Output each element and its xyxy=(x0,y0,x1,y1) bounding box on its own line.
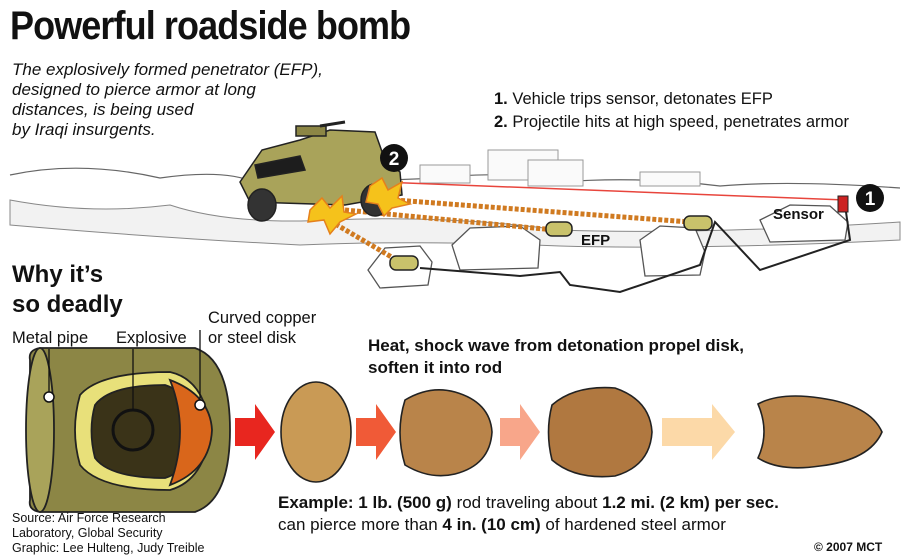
step-number: 1. xyxy=(494,90,508,108)
intro-line: distances, is being used xyxy=(12,100,194,119)
intro-line: The explosively formed penetrator (EFP), xyxy=(12,60,323,79)
marker-2-text: 2 xyxy=(389,149,400,170)
section-heading: Why it’s so deadly xyxy=(12,260,123,320)
arrow-icon xyxy=(500,404,540,460)
disk-label: Curved copper or steel disk xyxy=(208,308,316,348)
example-line-2: can pierce more than 4 in. (10 cm) of ha… xyxy=(278,514,779,536)
sensor-device xyxy=(837,195,849,213)
disk-stage-4 xyxy=(756,395,883,469)
disk-label-line: Curved copper xyxy=(208,309,317,327)
step-2: 2. Projectile hits at high speed, penetr… xyxy=(494,111,849,134)
arrow-icon xyxy=(662,404,735,460)
step-number: 2. xyxy=(494,113,508,131)
example-bold: Example: 1 lb. (500 g) xyxy=(278,493,452,512)
explosive-label: Explosive xyxy=(116,329,187,347)
detonation-wire xyxy=(419,204,852,294)
step-text: Vehicle trips sensor, detonates EFP xyxy=(512,90,773,108)
pipe-cutaway xyxy=(25,347,231,513)
rocks xyxy=(367,204,849,289)
disk-marker xyxy=(194,399,206,411)
sensor-label: Sensor xyxy=(773,206,824,223)
arrow-icon xyxy=(356,404,396,460)
source-line: Graphic: Lee Hulteng, Judy Treible xyxy=(12,541,205,555)
intro-text: The explosively formed penetrator (EFP),… xyxy=(12,60,372,140)
example-text: of hardened steel armor xyxy=(540,515,726,534)
disk-stage-2 xyxy=(399,389,493,477)
arrow-icon xyxy=(235,404,275,460)
marker-2-badge xyxy=(380,144,408,172)
steps-list: 1. Vehicle trips sensor, detonates EFP 2… xyxy=(494,88,849,134)
impact-explosions xyxy=(307,176,413,236)
heat-caption-line: Heat, shock wave from detonation propel … xyxy=(368,336,744,355)
source-credits: Source: Air Force Research Laboratory, G… xyxy=(12,511,204,556)
intro-line: designed to pierce armor at long xyxy=(12,80,256,99)
step-text: Projectile hits at high speed, penetrate… xyxy=(512,113,849,131)
copyright: © 2007 MCT xyxy=(814,540,883,554)
marker-1-badge xyxy=(856,184,884,212)
disk-label-line: or steel disk xyxy=(208,329,297,347)
heading-line: so deadly xyxy=(12,291,123,318)
efp-canisters xyxy=(389,215,713,271)
background-buildings xyxy=(419,149,701,187)
intro-line: by Iraqi insurgents. xyxy=(12,120,156,139)
heat-caption-line: soften it into rod xyxy=(368,358,503,377)
efp-label: EFP xyxy=(581,232,611,249)
pipe-marker xyxy=(43,391,55,403)
heading-line: Why it’s xyxy=(12,261,104,288)
source-line: Laboratory, Global Security xyxy=(12,526,163,540)
example-bold: 4 in. (10 cm) xyxy=(442,515,541,534)
step-1: 1. Vehicle trips sensor, detonates EFP xyxy=(494,88,849,111)
page-title: Powerful roadside bomb xyxy=(10,4,411,48)
label-leaders xyxy=(48,330,201,410)
disk-stage-1 xyxy=(280,381,352,483)
example-text: rod traveling about xyxy=(451,493,603,512)
disk-stage-3 xyxy=(547,386,653,478)
example-bold: 1.2 mi. (2 km) per sec. xyxy=(602,493,779,512)
source-line: Source: Air Force Research xyxy=(12,511,166,525)
marker-1-text: 1 xyxy=(865,189,876,210)
flow-arrows xyxy=(235,404,735,460)
example-line-1: Example: 1 lb. (500 g) rod traveling abo… xyxy=(278,492,779,514)
metal-pipe-label: Metal pipe xyxy=(12,329,89,347)
disk-stages xyxy=(280,381,883,483)
example-caption: Example: 1 lb. (500 g) rod traveling abo… xyxy=(278,492,779,536)
heat-caption: Heat, shock wave from detonation propel … xyxy=(368,335,744,379)
example-text: can pierce more than xyxy=(278,515,443,534)
sensor-beam xyxy=(329,179,846,201)
